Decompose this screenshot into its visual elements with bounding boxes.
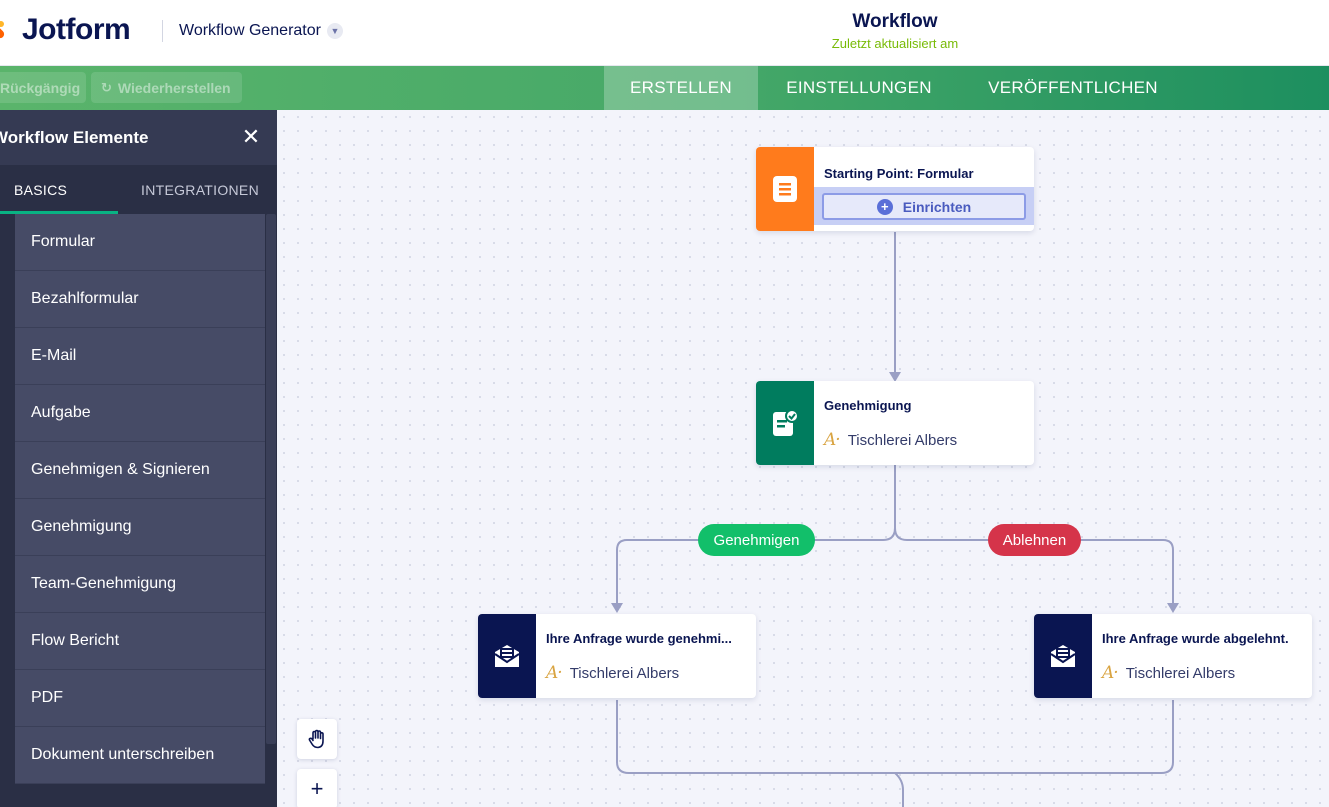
rejected-node-assignee: A· Tischlerei Albers [1102,663,1235,683]
panel-scrollbar[interactable] [265,214,277,807]
element-pdf[interactable]: PDF [15,670,265,727]
branch-reject-label[interactable]: Ablehnen [988,524,1081,556]
element-formular[interactable]: Formular [15,214,265,271]
approved-node-title: Ihre Anfrage wurde genehmi... [546,631,732,646]
approved-node-assignee: A· Tischlerei Albers [546,663,679,683]
assignee-name: Tischlerei Albers [1125,664,1236,682]
redo-label: Wiederherstellen [117,79,231,96]
element-dokument-unterschreiben[interactable]: Dokument unterschreiben [15,727,265,784]
element-flow-bericht[interactable]: Flow Bericht [15,613,265,670]
zoom-in-button[interactable]: + [297,769,337,807]
panel-header: Workflow Elemente ✕ [0,110,277,165]
element-genehmigung[interactable]: Genehmigung [15,499,265,556]
signature-icon: A· [1102,663,1119,683]
builder-toolbar: Rückgängig ↻ Wiederherstellen ERSTELLEN … [0,66,1329,110]
chevron-down-icon[interactable]: ▼ [326,23,343,39]
panel-tabs: BASICS INTEGRATIONEN [0,165,277,214]
start-node[interactable]: Starting Point: Formular + Einrichten [756,147,1034,231]
undo-button[interactable]: Rückgängig [0,72,86,103]
element-genehmigen-signieren[interactable]: Genehmigen & Signieren [15,442,265,499]
app-header: Jotform Workflow Generator ▼ Workflow Zu… [0,0,1329,66]
redo-button[interactable]: ↻ Wiederherstellen [91,72,242,103]
workflow-elements-panel: Workflow Elemente ✕ BASICS INTEGRATIONEN… [0,110,277,807]
plus-icon: + [310,776,324,801]
connector-approval-reject [894,527,1174,605]
approval-node-assignee: A· Tischlerei Albers [824,430,957,450]
approval-node[interactable]: Genehmigung A· Tischlerei Albers [756,381,1034,465]
signature-icon: A· [546,663,563,683]
hand-icon [308,729,324,749]
app-switcher[interactable]: Workflow Generator ▼ [179,22,343,40]
workflow-canvas[interactable]: Starting Point: Formular + Einrichten Ge… [277,110,1329,807]
plus-circle-icon: + [876,198,893,215]
approval-doc-icon [773,409,799,436]
tab-create[interactable]: ERSTELLEN [604,66,758,110]
mail-icon [1050,645,1076,667]
rejected-email-node[interactable]: Ihre Anfrage wurde abgelehnt. A· Tischle… [1034,614,1312,698]
tab-basics[interactable]: BASICS [14,181,68,198]
redo-icon: ↻ [101,79,112,95]
rejected-node-title: Ihre Anfrage wurde abgelehnt. [1102,631,1289,646]
pan-tool-button[interactable] [297,719,337,759]
scrollbar-thumb[interactable] [266,214,276,744]
connector-merge [616,700,1174,774]
jotform-logo-icon [0,15,16,45]
close-icon[interactable]: ✕ [241,124,261,149]
jotform-logo[interactable]: Jotform [0,12,131,48]
approval-node-icon-box [756,381,814,465]
tab-integrations[interactable]: INTEGRATIONEN [141,181,259,198]
assignee-name: Tischlerei Albers [847,431,958,449]
arrow-head-reject [1167,603,1179,613]
assignee-name: Tischlerei Albers [569,664,680,682]
last-updated-text: Zuletzt aktualisiert am [831,36,959,51]
connector-merge-down [894,772,904,807]
form-icon [773,176,797,202]
tab-publish[interactable]: VERÖFFENTLICHEN [988,78,1158,97]
approved-email-node[interactable]: Ihre Anfrage wurde genehmi... A· Tischle… [478,614,756,698]
branch-approve-label[interactable]: Genehmigen [698,524,815,556]
logo-text: Jotform [22,13,131,46]
signature-icon: A· [824,430,841,450]
setup-label: Einrichten [902,198,972,215]
start-node-title: Starting Point: Formular [824,166,974,181]
element-bezahlformular[interactable]: Bezahlformular [15,271,265,328]
approved-node-icon-box [478,614,536,698]
undo-label: Rückgängig [0,79,81,96]
mail-icon [494,645,520,667]
element-list: Formular Bezahlformular E-Mail Aufgabe G… [15,214,265,784]
setup-button[interactable]: + Einrichten [822,193,1026,220]
tab-settings[interactable]: EINSTELLUNGEN [786,78,932,97]
start-node-icon-box [756,147,814,231]
arrow-head-approve [611,603,623,613]
rejected-node-icon-box [1034,614,1092,698]
arrow-head-approval [889,372,901,382]
app-name: Workflow Generator [179,22,321,39]
approval-node-title: Genehmigung [824,398,912,413]
panel-title: Workflow Elemente [0,128,149,147]
active-tab-indicator [0,211,118,214]
element-email[interactable]: E-Mail [15,328,265,385]
page-title: Workflow [852,11,938,32]
header-divider [162,20,163,42]
element-team-genehmigung[interactable]: Team-Genehmigung [15,556,265,613]
element-aufgabe[interactable]: Aufgabe [15,385,265,442]
